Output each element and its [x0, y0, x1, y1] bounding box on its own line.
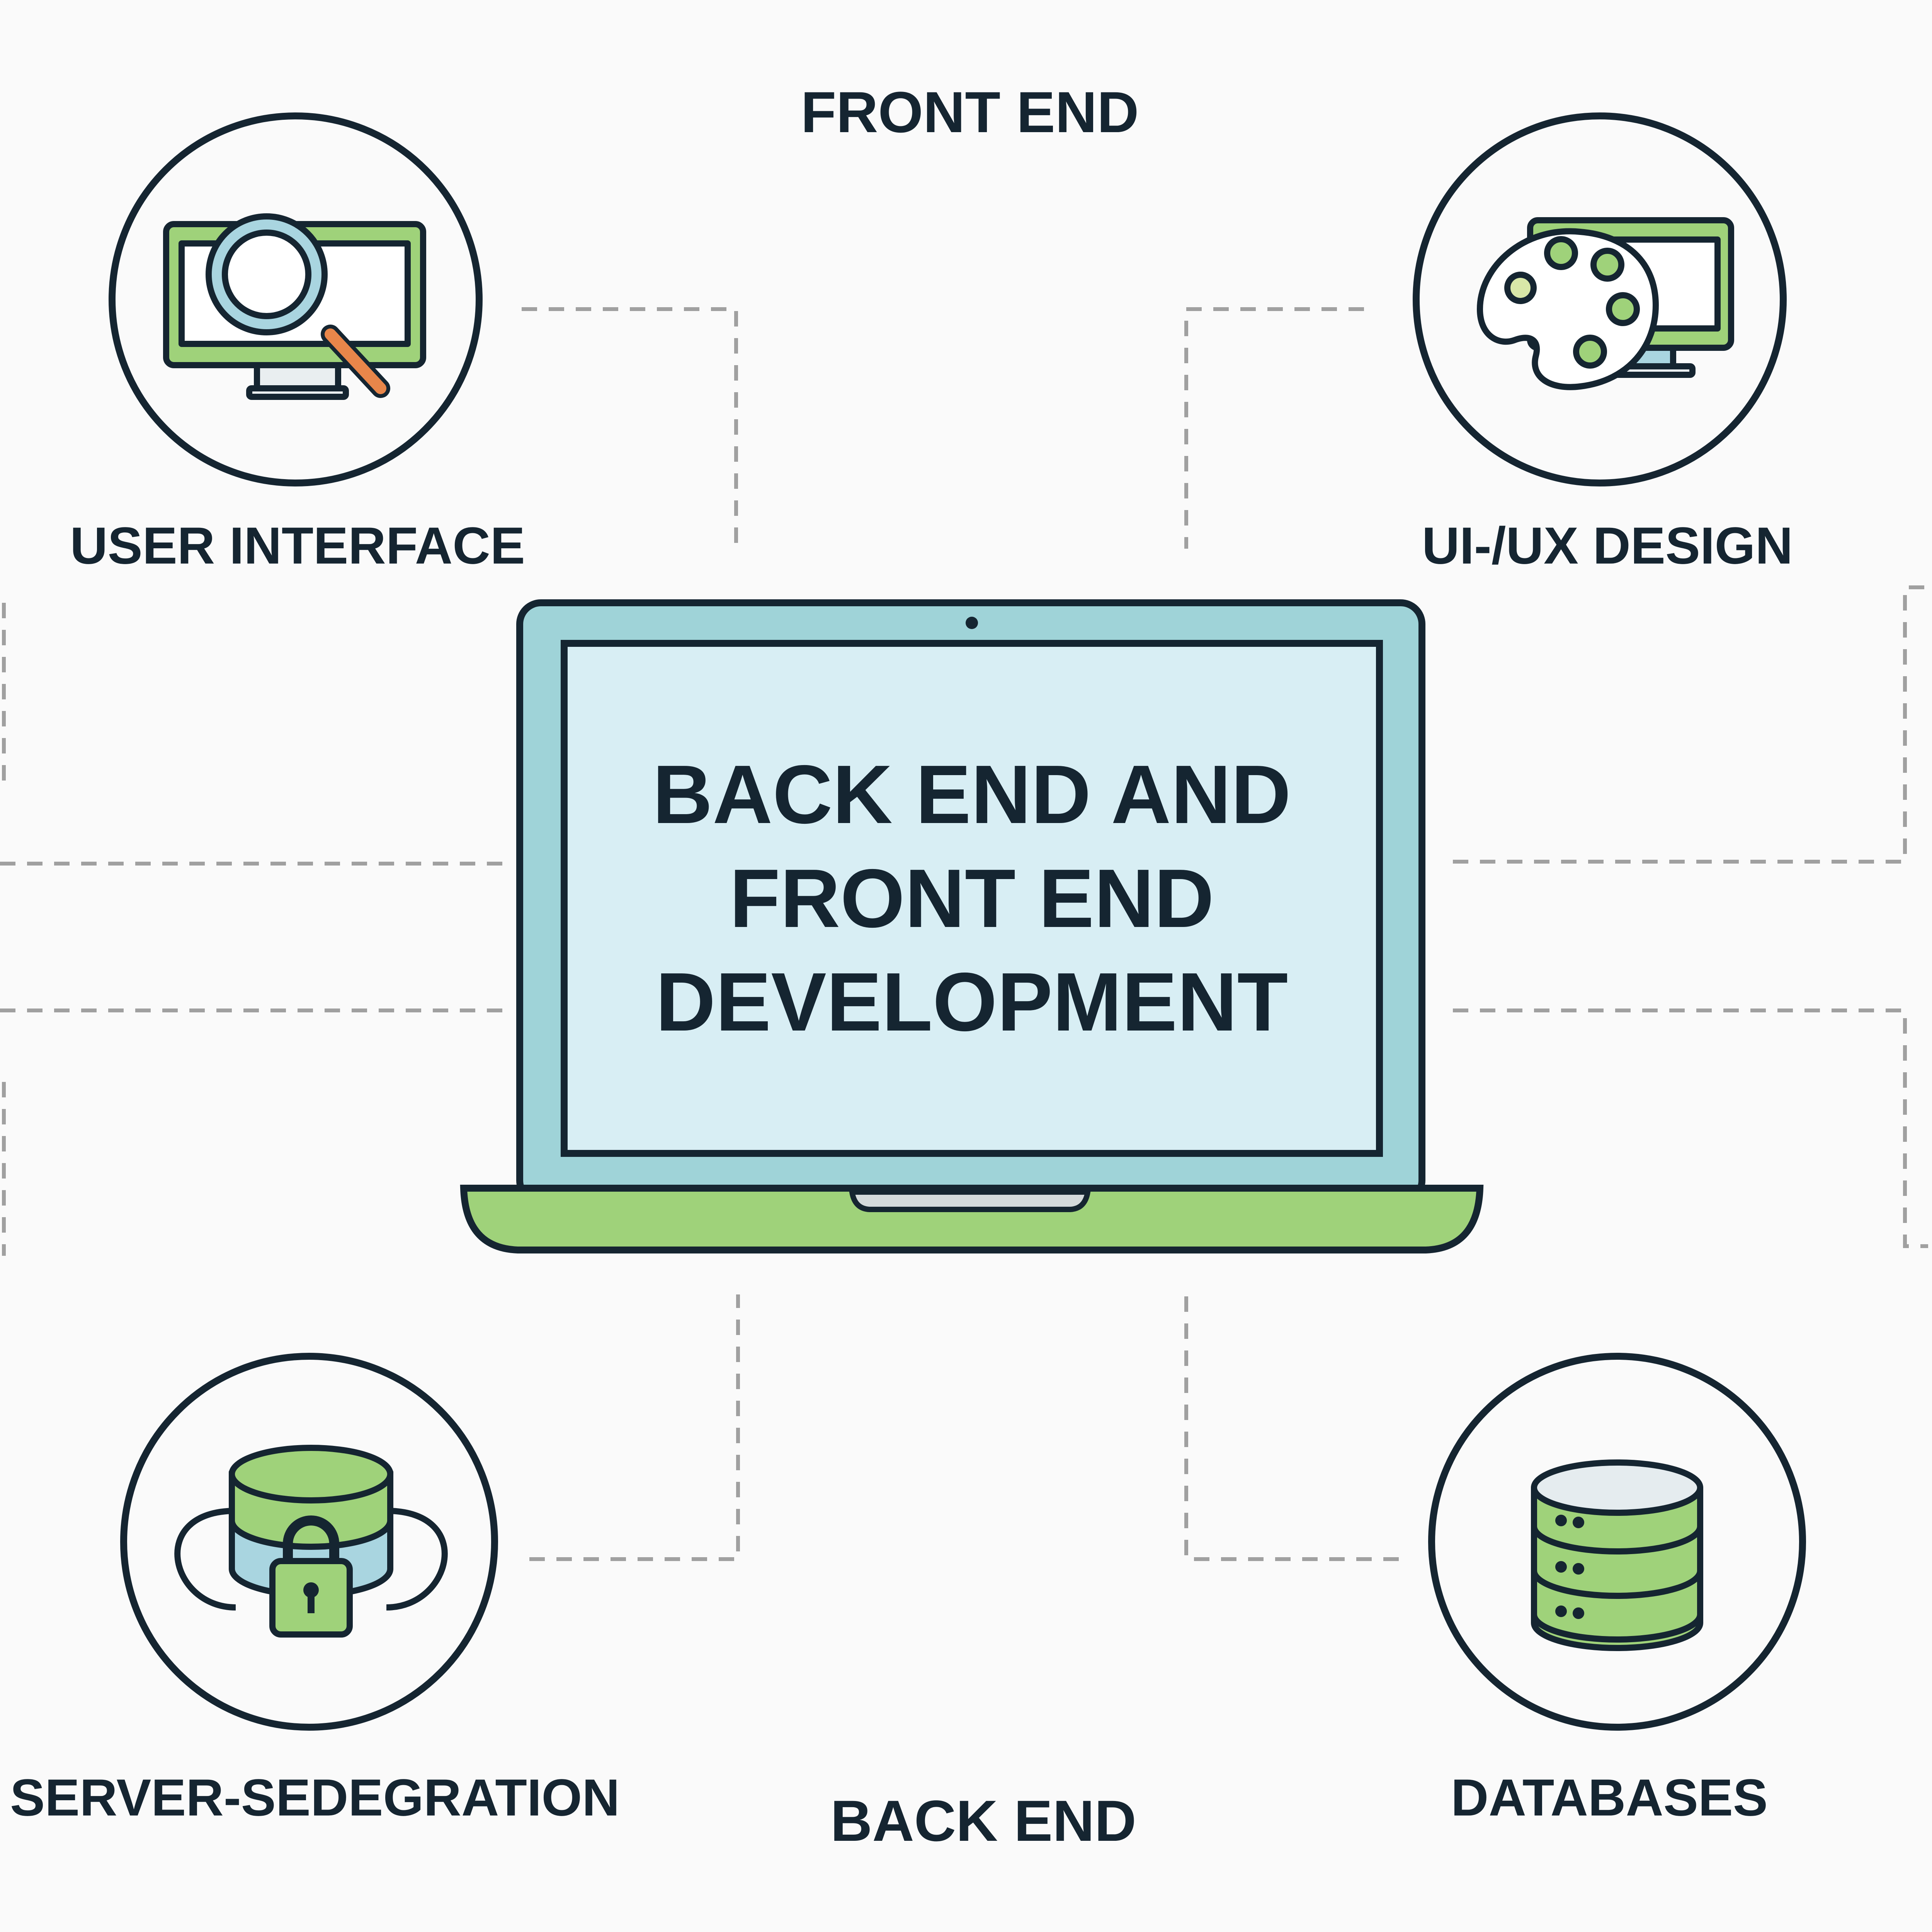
node-label-ui-ux-design: UI-/UX DESIGN — [1422, 516, 1793, 575]
screen-title-line-1: BACK END AND — [652, 747, 1291, 841]
connector-user-interface — [522, 307, 738, 549]
connector-right-lower — [1453, 1009, 1928, 1248]
database-lock-icon — [174, 1445, 448, 1638]
laptop-notch — [849, 1189, 1091, 1212]
laptop-base — [460, 1185, 1484, 1253]
connector-databases — [1184, 1294, 1399, 1561]
screen-title-line-2: FRONT END — [729, 851, 1214, 945]
webcam-dot — [966, 617, 978, 629]
node-label-databases: DATABASES — [1451, 1768, 1768, 1827]
monitor-magnifier-icon — [163, 213, 426, 400]
screen-title-line-3: DEVELOPMENT — [655, 955, 1288, 1049]
laptop-icon — [460, 599, 1484, 1253]
node-label-user-interface: USER INTERFACE — [70, 516, 525, 575]
connector-server-segregation — [529, 1294, 740, 1561]
screen-title: BACK END AND FRONT END DEVELOPMENT — [564, 643, 1379, 1153]
palette-monitor-icon — [1477, 217, 1734, 390]
front-end-heading: FRONT END — [801, 80, 1139, 145]
node-circle-databases — [1428, 1353, 1806, 1731]
node-circle-server-segregation — [120, 1353, 498, 1731]
server-stack-icon — [1531, 1459, 1703, 1651]
node-circle-user-interface — [109, 112, 483, 486]
connector-ui-ux-design — [1184, 307, 1364, 549]
node-circle-ui-ux-design — [1413, 112, 1787, 486]
node-label-server-segregation: SERVER-SEDEGRATION — [10, 1768, 620, 1827]
connector-lines — [0, 307, 1928, 1561]
connector-right-upper — [1453, 585, 1928, 864]
back-end-heading: BACK END — [830, 1788, 1136, 1853]
